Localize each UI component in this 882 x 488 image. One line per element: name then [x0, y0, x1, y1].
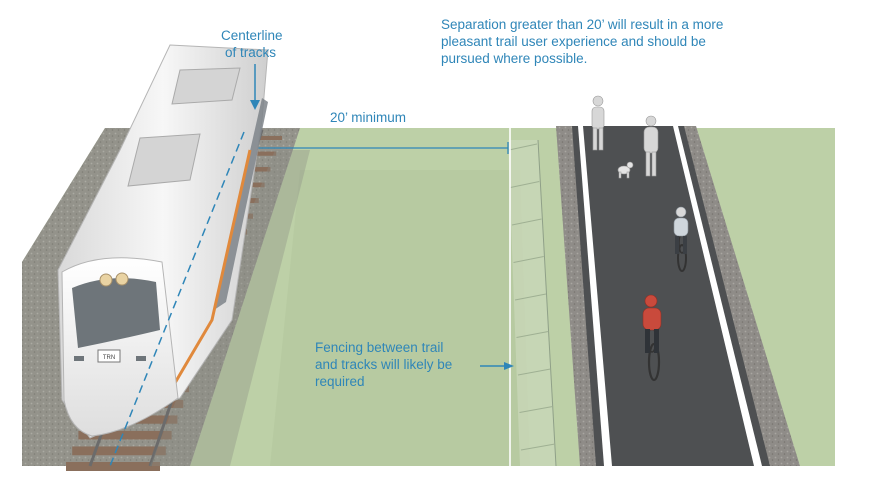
pedestrian-1 — [591, 95, 605, 151]
grass-shadow — [270, 170, 530, 466]
fence-rail — [514, 293, 547, 301]
centerline-label-line-1: Centerline — [221, 28, 283, 43]
fencing-arrow — [480, 362, 514, 370]
cyclist-1 — [673, 206, 689, 272]
separation-note-line-1: Separation greater than 20’ will result … — [441, 17, 724, 32]
fence-rail — [520, 443, 556, 451]
fence-rail — [519, 406, 553, 413]
fence-rail — [508, 143, 538, 151]
minimum-distance-label: 20’ minimum — [330, 109, 406, 126]
trail-corridor — [556, 126, 800, 466]
fence-rail — [516, 331, 549, 338]
railroad-tie — [78, 430, 172, 440]
fence-rail — [510, 181, 540, 188]
fence — [508, 139, 557, 467]
train-plate-text: TRN — [103, 355, 115, 361]
railroad-tie — [72, 446, 166, 456]
fencing-note-line-1: Fencing between trail — [315, 340, 444, 355]
separation-note-line-3: pursued where possible. — [441, 51, 588, 66]
trail-edge-line-right — [673, 126, 762, 466]
centerline-label: Centerline of tracks — [221, 27, 283, 61]
fencing-note-line-3: required — [315, 374, 365, 389]
trail-edge-line-left — [578, 126, 612, 466]
fencing-note-line-2: and tracks will likely be — [315, 357, 453, 372]
railroad-tie — [66, 462, 160, 471]
fencing-note: Fencing between trail and tracks will li… — [315, 339, 452, 390]
centerline-label-line-2: of tracks — [225, 45, 277, 60]
train-windshield — [72, 278, 160, 348]
centerline-arrow — [250, 64, 260, 110]
fence-rail — [517, 368, 551, 376]
centerline-of-tracks — [109, 131, 245, 467]
train: TRN — [57, 44, 310, 466]
minimum-distance-text: 20’ minimum — [330, 110, 407, 125]
roof-unit-rear — [171, 67, 241, 105]
lower-light-left — [74, 356, 84, 361]
roof-unit-front — [127, 133, 201, 187]
trail-pavement — [572, 126, 770, 466]
fence-rail — [513, 256, 544, 263]
cyclist-2 — [642, 294, 662, 382]
fence-rail — [511, 218, 542, 226]
train-plate — [97, 349, 121, 363]
lower-light-right — [136, 356, 146, 361]
headlight-right — [115, 272, 129, 286]
headlight-left — [99, 273, 113, 287]
separation-note-line-2: pleasant trail user experience and shoul… — [441, 34, 706, 49]
dog — [617, 161, 634, 179]
pedestrian-2 — [643, 115, 659, 177]
separation-note: Separation greater than 20’ will result … — [441, 16, 723, 67]
